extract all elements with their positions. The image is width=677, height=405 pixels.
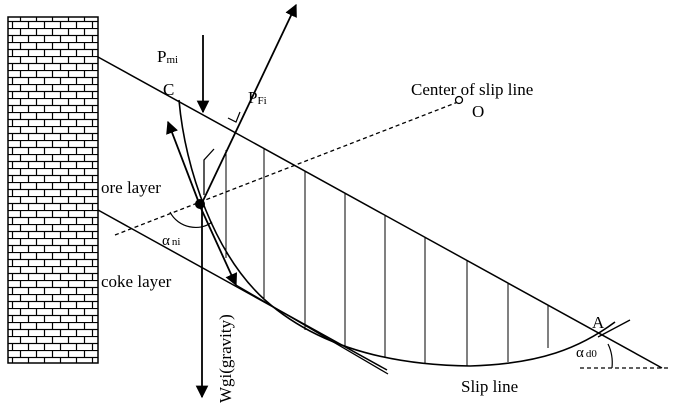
alpha-d0-arc <box>607 343 613 369</box>
ore-layer-label: ore layer <box>101 178 161 197</box>
slice-outline <box>203 148 215 195</box>
right-angle-mark <box>227 111 241 123</box>
tangent-line-lower <box>235 284 389 375</box>
center-label: Center of slip line <box>411 80 533 99</box>
pf-label: PFi <box>248 88 267 107</box>
gravity-label: Wgi(gravity) <box>216 314 235 403</box>
o-point-label: O <box>472 102 484 121</box>
furnace-wall <box>7 16 99 364</box>
slip-line-label: Slip line <box>461 377 518 396</box>
force-point <box>195 199 205 209</box>
center-point-o <box>454 95 464 105</box>
tangent-line <box>198 203 238 287</box>
center-dashed-line <box>114 101 459 236</box>
pf-force-arrow <box>200 3 297 206</box>
slice-lines <box>225 149 549 366</box>
alpha-ni-arc <box>169 211 213 229</box>
ore-layer-top-line <box>97 56 663 369</box>
c-point-label: C <box>163 80 174 99</box>
pm-label: Pmi <box>157 47 178 66</box>
a-point-label: A <box>592 313 605 332</box>
slip-tangent-at-a <box>597 319 631 338</box>
slip-line-arc <box>178 99 616 367</box>
coke-layer-label: coke layer <box>101 272 172 291</box>
normal-reaction-arrow <box>166 120 200 204</box>
